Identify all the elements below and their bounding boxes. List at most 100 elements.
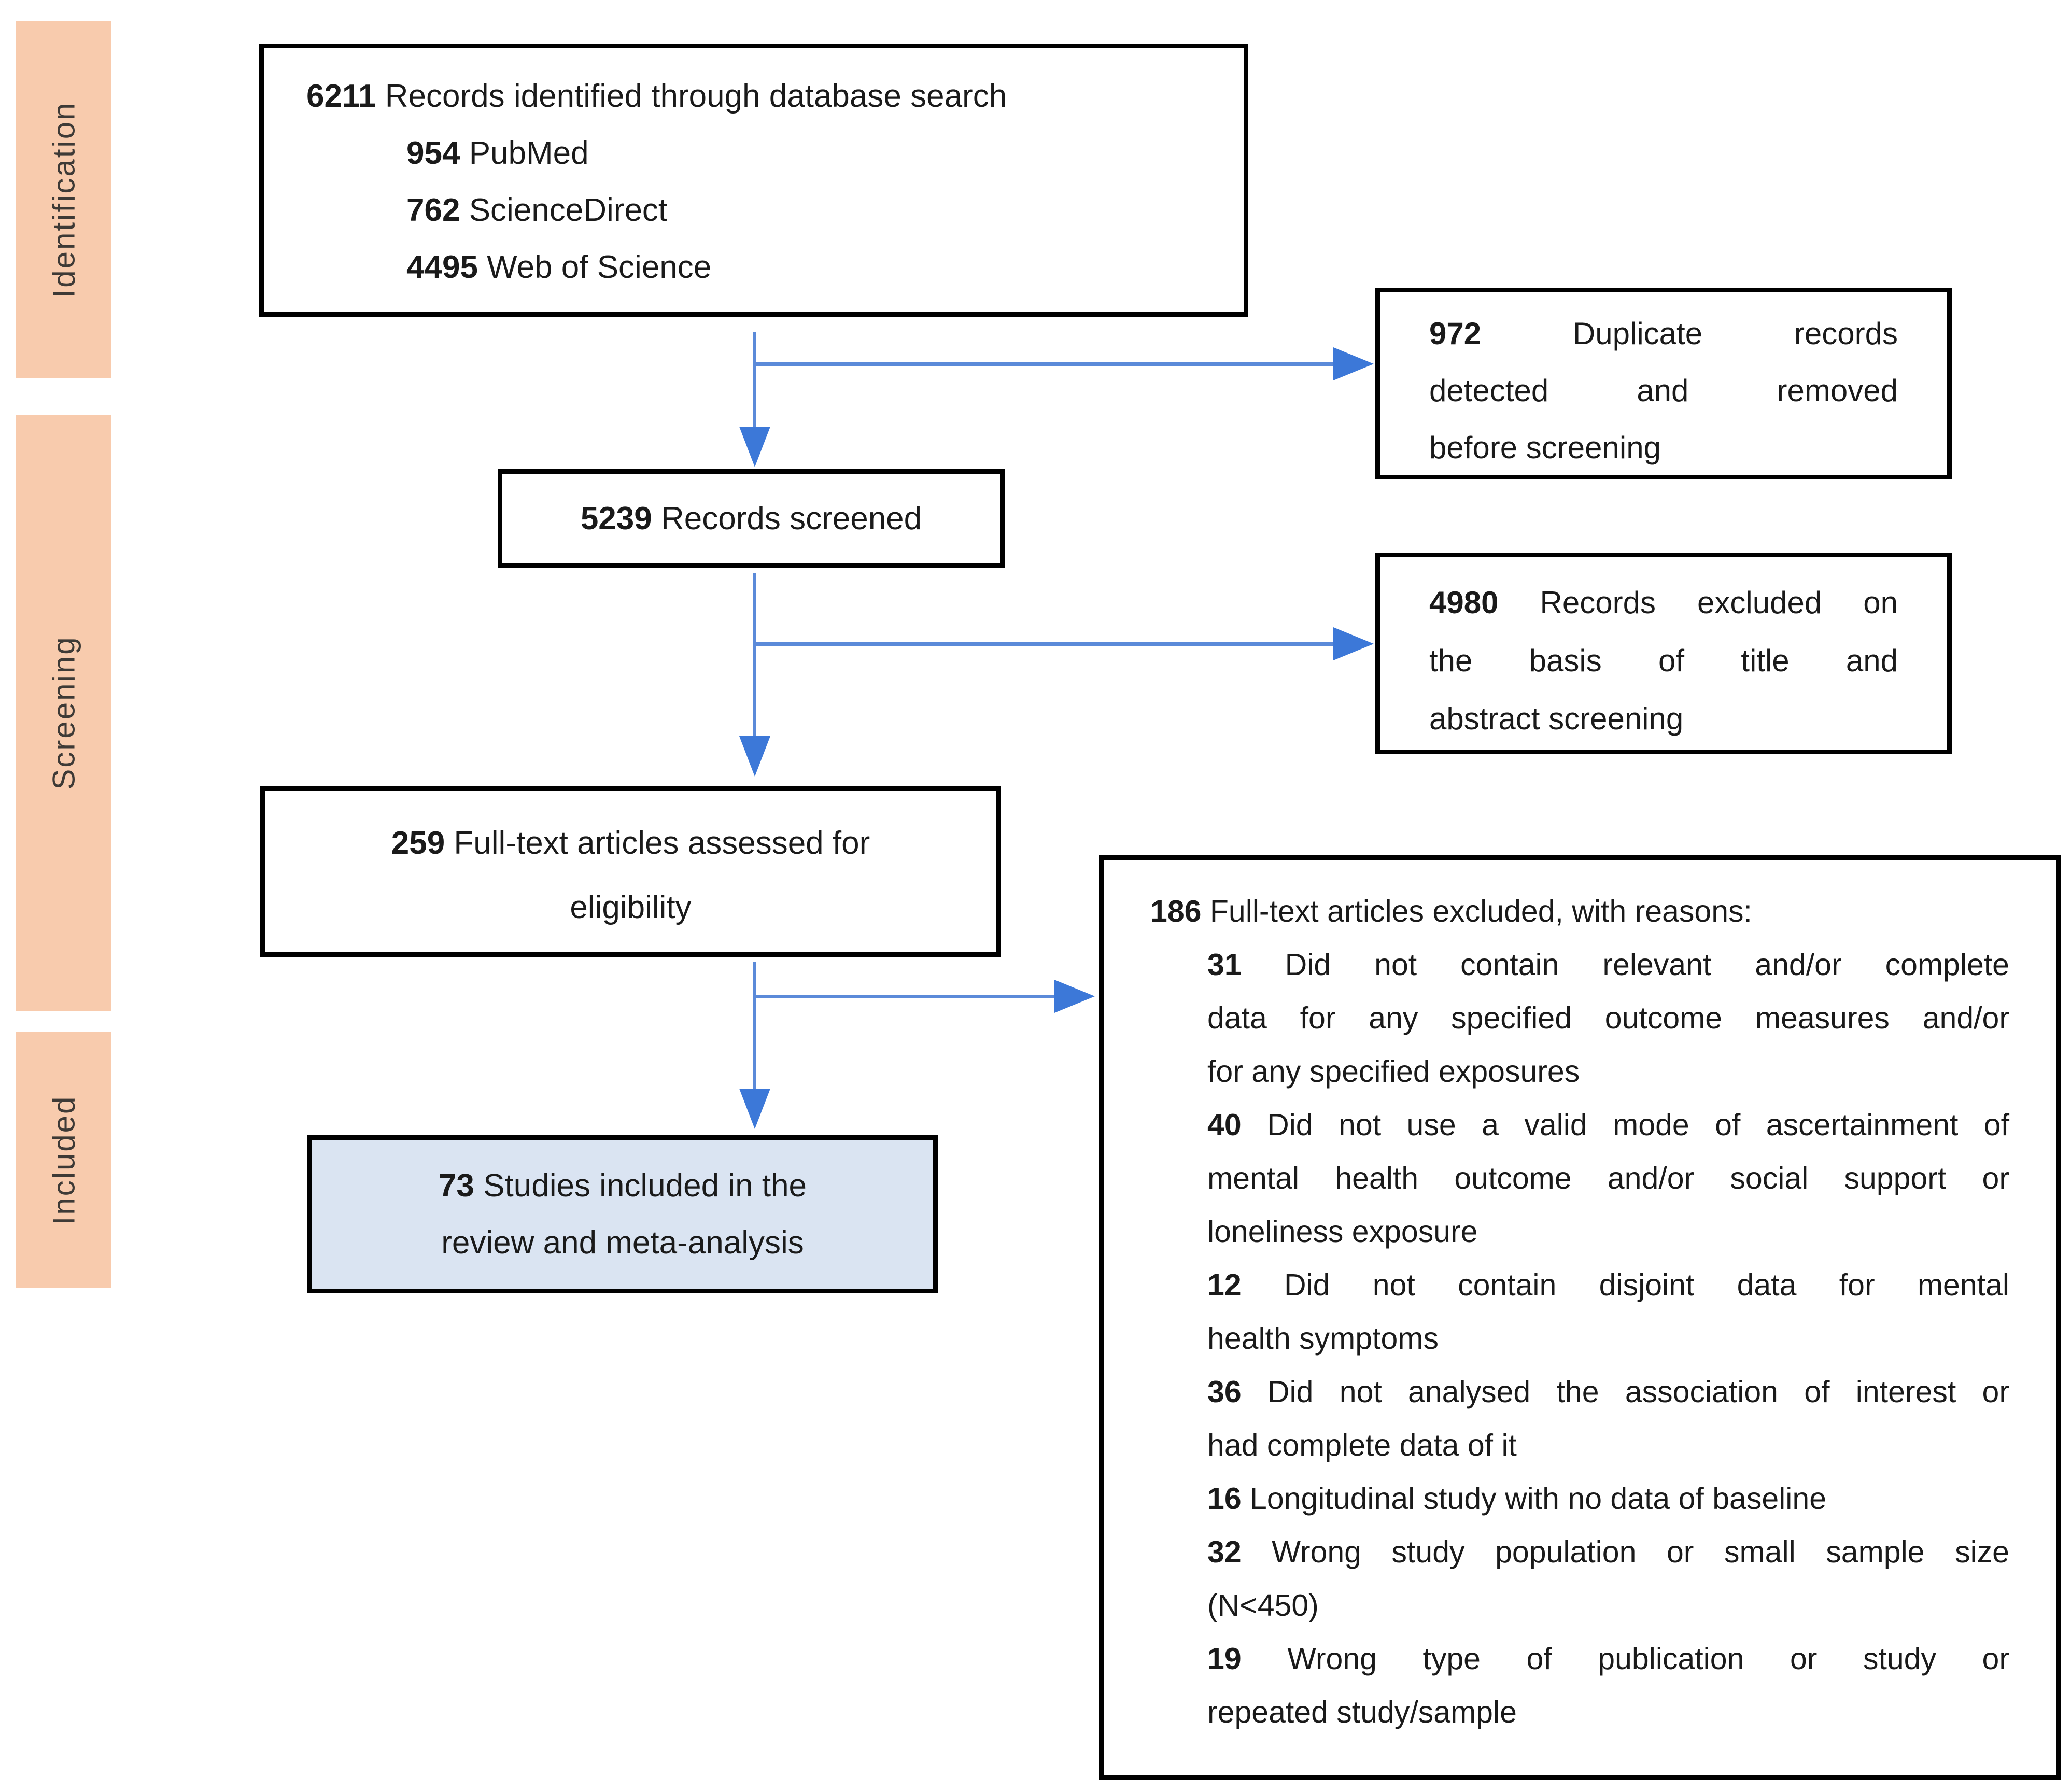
box-fulltext-excluded: 186 Full-text articles excluded, with re… <box>1099 855 2061 1780</box>
stage-bar-identification: Identification <box>16 21 111 378</box>
arrow-right-icon <box>1054 980 1095 1013</box>
line-text: detected and removed <box>1429 373 1898 408</box>
arrow-down-icon <box>739 1089 770 1129</box>
line-text: ScienceDirect <box>469 192 668 228</box>
box-line: had complete data of it <box>1207 1419 2009 1472</box>
line-text: Longitudinal study with no data of basel… <box>1250 1481 1827 1516</box>
stage-bar-label: Identification <box>46 101 81 298</box>
box-line: 259 Full-text articles assessed for <box>265 811 996 876</box>
box-line: eligibility <box>265 876 996 940</box>
box-line: 16 Longitudinal study with no data of ba… <box>1207 1472 2009 1526</box>
connector-line <box>753 332 756 428</box>
line-text: Did not analysed the association of inte… <box>1267 1375 2009 1409</box>
connector-line <box>755 362 1336 366</box>
box-line: 32 Wrong study population or small sampl… <box>1207 1526 2009 1579</box>
box-records-identified: 6211 Records identified through database… <box>259 44 1248 317</box>
box-duplicates-removed: 972 Duplicate records detected and remov… <box>1375 288 1952 479</box>
line-text: review and meta-analysis <box>441 1224 804 1261</box>
box-line: 31 Did not contain relevant and/or compl… <box>1207 938 2009 992</box>
count-value: 954 <box>406 135 460 171</box>
count-value: 36 <box>1207 1375 1242 1409</box>
count-value: 4980 <box>1429 585 1499 620</box>
box-line: data for any specified outcome measures … <box>1207 992 2009 1045</box>
line-text: for any specified exposures <box>1207 1054 1580 1089</box>
count-value: 259 <box>391 825 445 861</box>
count-value: 6211 <box>306 78 376 114</box>
box-line: 4495 Web of Science <box>406 239 1213 296</box>
count-value: 32 <box>1207 1535 1242 1569</box>
line-text: mental health outcome and/or social supp… <box>1207 1161 2009 1195</box>
connector-line <box>753 573 756 738</box>
count-value: 972 <box>1429 316 1482 351</box>
connector-line <box>753 962 756 1092</box>
box-line: 6211 Records identified through database… <box>306 68 1213 125</box>
count-value: 40 <box>1207 1108 1242 1142</box>
box-line: (N<450) <box>1207 1579 2009 1632</box>
box-line: repeated study/sample <box>1207 1686 2009 1739</box>
line-text: loneliness exposure <box>1207 1215 1478 1249</box>
line-text: Full-text articles assessed for <box>454 825 870 861</box>
line-text: before screening <box>1429 430 1661 465</box>
line-text: abstract screening <box>1429 701 1684 736</box>
box-line: 972 Duplicate records <box>1429 305 1898 362</box>
box-records-excluded: 4980 Records excluded on the basis of ti… <box>1375 553 1952 754</box>
box-line: review and meta-analysis <box>441 1215 804 1272</box>
line-text: Full-text articles excluded, with reason… <box>1209 894 1752 928</box>
line-text: Records screened <box>661 500 922 537</box>
box-line: mental health outcome and/or social supp… <box>1207 1152 2009 1205</box>
arrow-right-icon <box>1333 627 1374 660</box>
count-value: 4495 <box>406 249 478 285</box>
box-records-screened: 5239 Records screened <box>498 469 1005 568</box>
box-studies-included: 73 Studies included in the review and me… <box>307 1135 938 1293</box>
count-value: 12 <box>1207 1268 1242 1302</box>
box-line: abstract screening <box>1429 690 1898 748</box>
arrow-down-icon <box>739 427 770 467</box>
box-line: 19 Wrong type of publication or study or <box>1207 1632 2009 1686</box>
stage-bar-label: Included <box>46 1095 81 1225</box>
box-line: 73 Studies included in the <box>439 1158 807 1215</box>
count-value: 5239 <box>580 500 652 537</box>
count-value: 31 <box>1207 948 1242 982</box>
line-text: Web of Science <box>487 249 712 285</box>
stage-bar-label: Screening <box>46 636 81 790</box>
box-line: 4980 Records excluded on <box>1429 574 1898 632</box>
count-value: 73 <box>438 1167 474 1204</box>
box-line: 954 PubMed <box>406 125 1213 182</box>
line-text: Records excluded on <box>1540 585 1898 620</box>
connector-line <box>755 995 1054 998</box>
line-text: Records identified through database sear… <box>385 78 1007 114</box>
line-text: the basis of title and <box>1429 643 1898 678</box>
box-line: 36 Did not analysed the association of i… <box>1207 1365 2009 1419</box>
box-line: 40 Did not use a valid mode of ascertain… <box>1207 1098 2009 1152</box>
box-line: 762 ScienceDirect <box>406 182 1213 239</box>
count-value: 16 <box>1207 1481 1242 1516</box>
line-text: Did not contain disjoint data for mental <box>1284 1268 2009 1302</box>
line-text: Did not contain relevant and/or complete <box>1285 948 2009 982</box>
count-value: 19 <box>1207 1642 1242 1676</box>
box-line: for any specified exposures <box>1207 1045 2009 1098</box>
line-text: (N<450) <box>1207 1588 1319 1622</box>
exclusion-reason-list: 31 Did not contain relevant and/or compl… <box>1207 938 2009 1739</box>
box-heading: 186 Full-text articles excluded, with re… <box>1150 885 2009 938</box>
count-value: 762 <box>406 192 460 228</box>
box-fulltext-assessed: 259 Full-text articles assessed for elig… <box>260 786 1001 957</box>
line-text: Wrong study population or small sample s… <box>1272 1535 2009 1569</box>
line-text: Studies included in the <box>483 1167 807 1204</box>
line-text: Did not use a valid mode of ascertainmen… <box>1267 1108 2009 1142</box>
line-text: PubMed <box>469 135 589 171</box>
box-line: before screening <box>1429 419 1898 476</box>
box-line: loneliness exposure <box>1207 1205 2009 1259</box>
stage-bar-included: Included <box>16 1032 111 1288</box>
box-line: detected and removed <box>1429 362 1898 419</box>
connector-line <box>755 642 1336 646</box>
arrow-right-icon <box>1333 347 1374 380</box>
count-value: 186 <box>1150 894 1202 928</box>
line-text: repeated study/sample <box>1207 1695 1517 1729</box>
box-line: health symptoms <box>1207 1312 2009 1365</box>
box-line: the basis of title and <box>1429 632 1898 690</box>
box-line: 12 Did not contain disjoint data for men… <box>1207 1259 2009 1312</box>
line-text: health symptoms <box>1207 1321 1439 1356</box>
line-text: Duplicate records <box>1572 316 1898 351</box>
line-text: Wrong type of publication or study or <box>1287 1642 2009 1676</box>
